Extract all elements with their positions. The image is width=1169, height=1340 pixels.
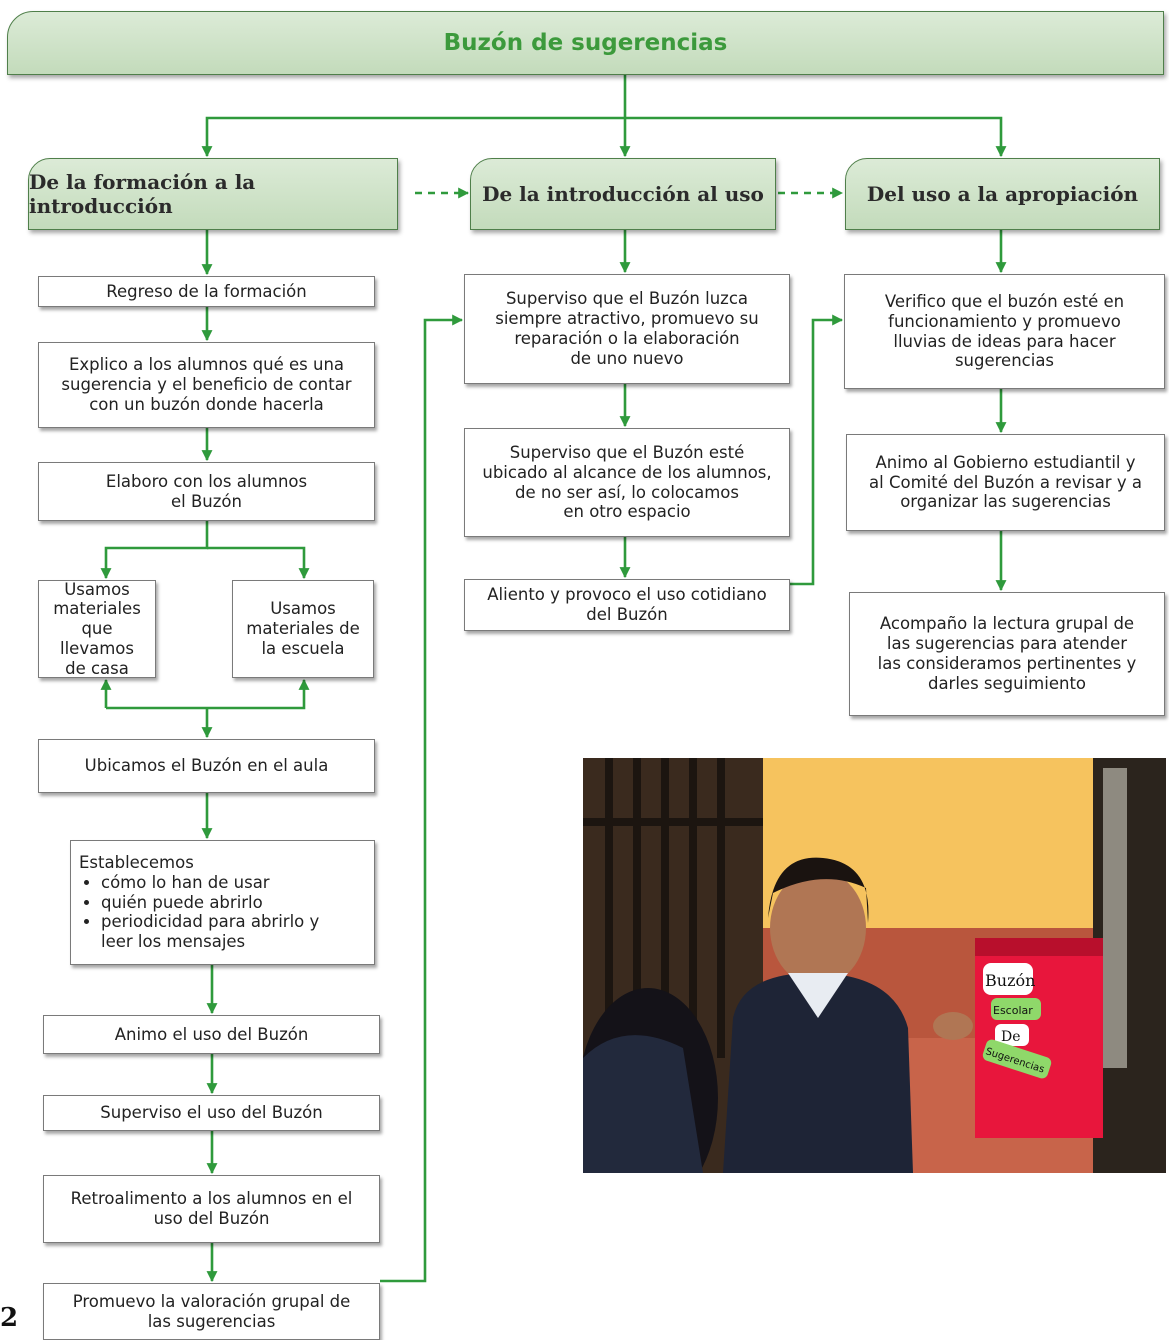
sign-text-buzon: Buzón: [985, 971, 1035, 990]
step-verifico: Verifico que el buzón esté en funcionami…: [844, 274, 1165, 389]
list-item: cómo lo han de usar: [101, 873, 319, 893]
step-aliento-text: Aliento y provoco el uso cotidiano del B…: [487, 585, 767, 624]
phase-header-formacion: De la formación a la introducción: [28, 158, 398, 230]
students-photo-illustration: Buzón Escolar De Sugerencias: [583, 758, 1166, 1173]
step-animo-uso: Animo el uso del Buzón: [43, 1015, 380, 1054]
phase-header-introduccion: De la introducción al uso: [470, 158, 776, 230]
step-explico: Explico a los alumnos qué es una sugeren…: [38, 342, 375, 428]
page-number: 2: [0, 1303, 19, 1333]
phase-header-apropiacion: Del uso a la apropiación: [845, 158, 1160, 230]
step-verifico-text: Verifico que el buzón esté en funcionami…: [884, 291, 1125, 371]
step-animo-gobierno-text: Animo al Gobierno estudiantil y al Comit…: [869, 452, 1142, 512]
students-photo: Buzón Escolar De Sugerencias: [583, 758, 1166, 1173]
diagram-title: Buzón de sugerencias: [7, 11, 1164, 75]
step-materiales-casa: Usamos materiales que llevamos de casa: [38, 580, 156, 678]
step-establecemos-title: Establecemos: [79, 853, 194, 872]
step-retroalimento-text: Retroalimento a los alumnos en el uso de…: [70, 1189, 353, 1228]
step-atractivo: Superviso que el Buzón luzca siempre atr…: [464, 274, 790, 384]
step-elaboro-text: Elaboro con los alumnos el Buzón: [105, 471, 308, 511]
step-materiales-casa-text: Usamos materiales que llevamos de casa: [53, 579, 141, 678]
step-elaboro: Elaboro con los alumnos el Buzón: [38, 462, 375, 521]
step-regreso: Regreso de la formación: [38, 276, 375, 307]
step-superviso-uso: Superviso el uso del Buzón: [43, 1095, 380, 1131]
step-aliento: Aliento y provoco el uso cotidiano del B…: [464, 579, 790, 631]
step-materiales-escuela: Usamos materiales de la escuela: [232, 580, 374, 678]
list-item: quién puede abrirlo: [101, 893, 319, 913]
step-ubicamos-text: Ubicamos el Buzón en el aula: [84, 756, 329, 776]
step-regreso-text: Regreso de la formación: [106, 281, 307, 301]
sign-text-escolar: Escolar: [993, 1004, 1033, 1017]
step-ubicado: Superviso que el Buzón esté ubicado al a…: [464, 428, 790, 537]
step-animo-gobierno: Animo al Gobierno estudiantil y al Comit…: [846, 434, 1165, 531]
list-item: periodicidad para abrirlo y leer los men…: [101, 912, 319, 952]
step-acompano: Acompaño la lectura grupal de las sugere…: [849, 592, 1165, 716]
step-explico-text: Explico a los alumnos qué es una sugeren…: [61, 355, 352, 414]
establecemos-list: cómo lo han de usar quién puede abrirlo …: [79, 873, 319, 952]
step-atractivo-text: Superviso que el Buzón luzca siempre atr…: [495, 289, 759, 368]
step-superviso-uso-text: Superviso el uso del Buzón: [100, 1103, 323, 1123]
step-retroalimento: Retroalimento a los alumnos en el uso de…: [43, 1175, 380, 1243]
step-promuevo-text: Promuevo la valoración grupal de las sug…: [72, 1291, 351, 1331]
step-promuevo: Promuevo la valoración grupal de las sug…: [43, 1283, 380, 1340]
step-animo-uso-text: Animo el uso del Buzón: [114, 1024, 309, 1044]
step-materiales-escuela-text: Usamos materiales de la escuela: [246, 599, 360, 658]
sign-text-de: De: [1001, 1029, 1021, 1045]
step-establecemos: Establecemos cómo lo han de usar quién p…: [70, 840, 375, 965]
step-ubicamos: Ubicamos el Buzón en el aula: [38, 739, 375, 793]
step-acompano-text: Acompaño la lectura grupal de las sugere…: [877, 614, 1137, 693]
step-ubicado-text: Superviso que el Buzón esté ubicado al a…: [482, 442, 772, 522]
